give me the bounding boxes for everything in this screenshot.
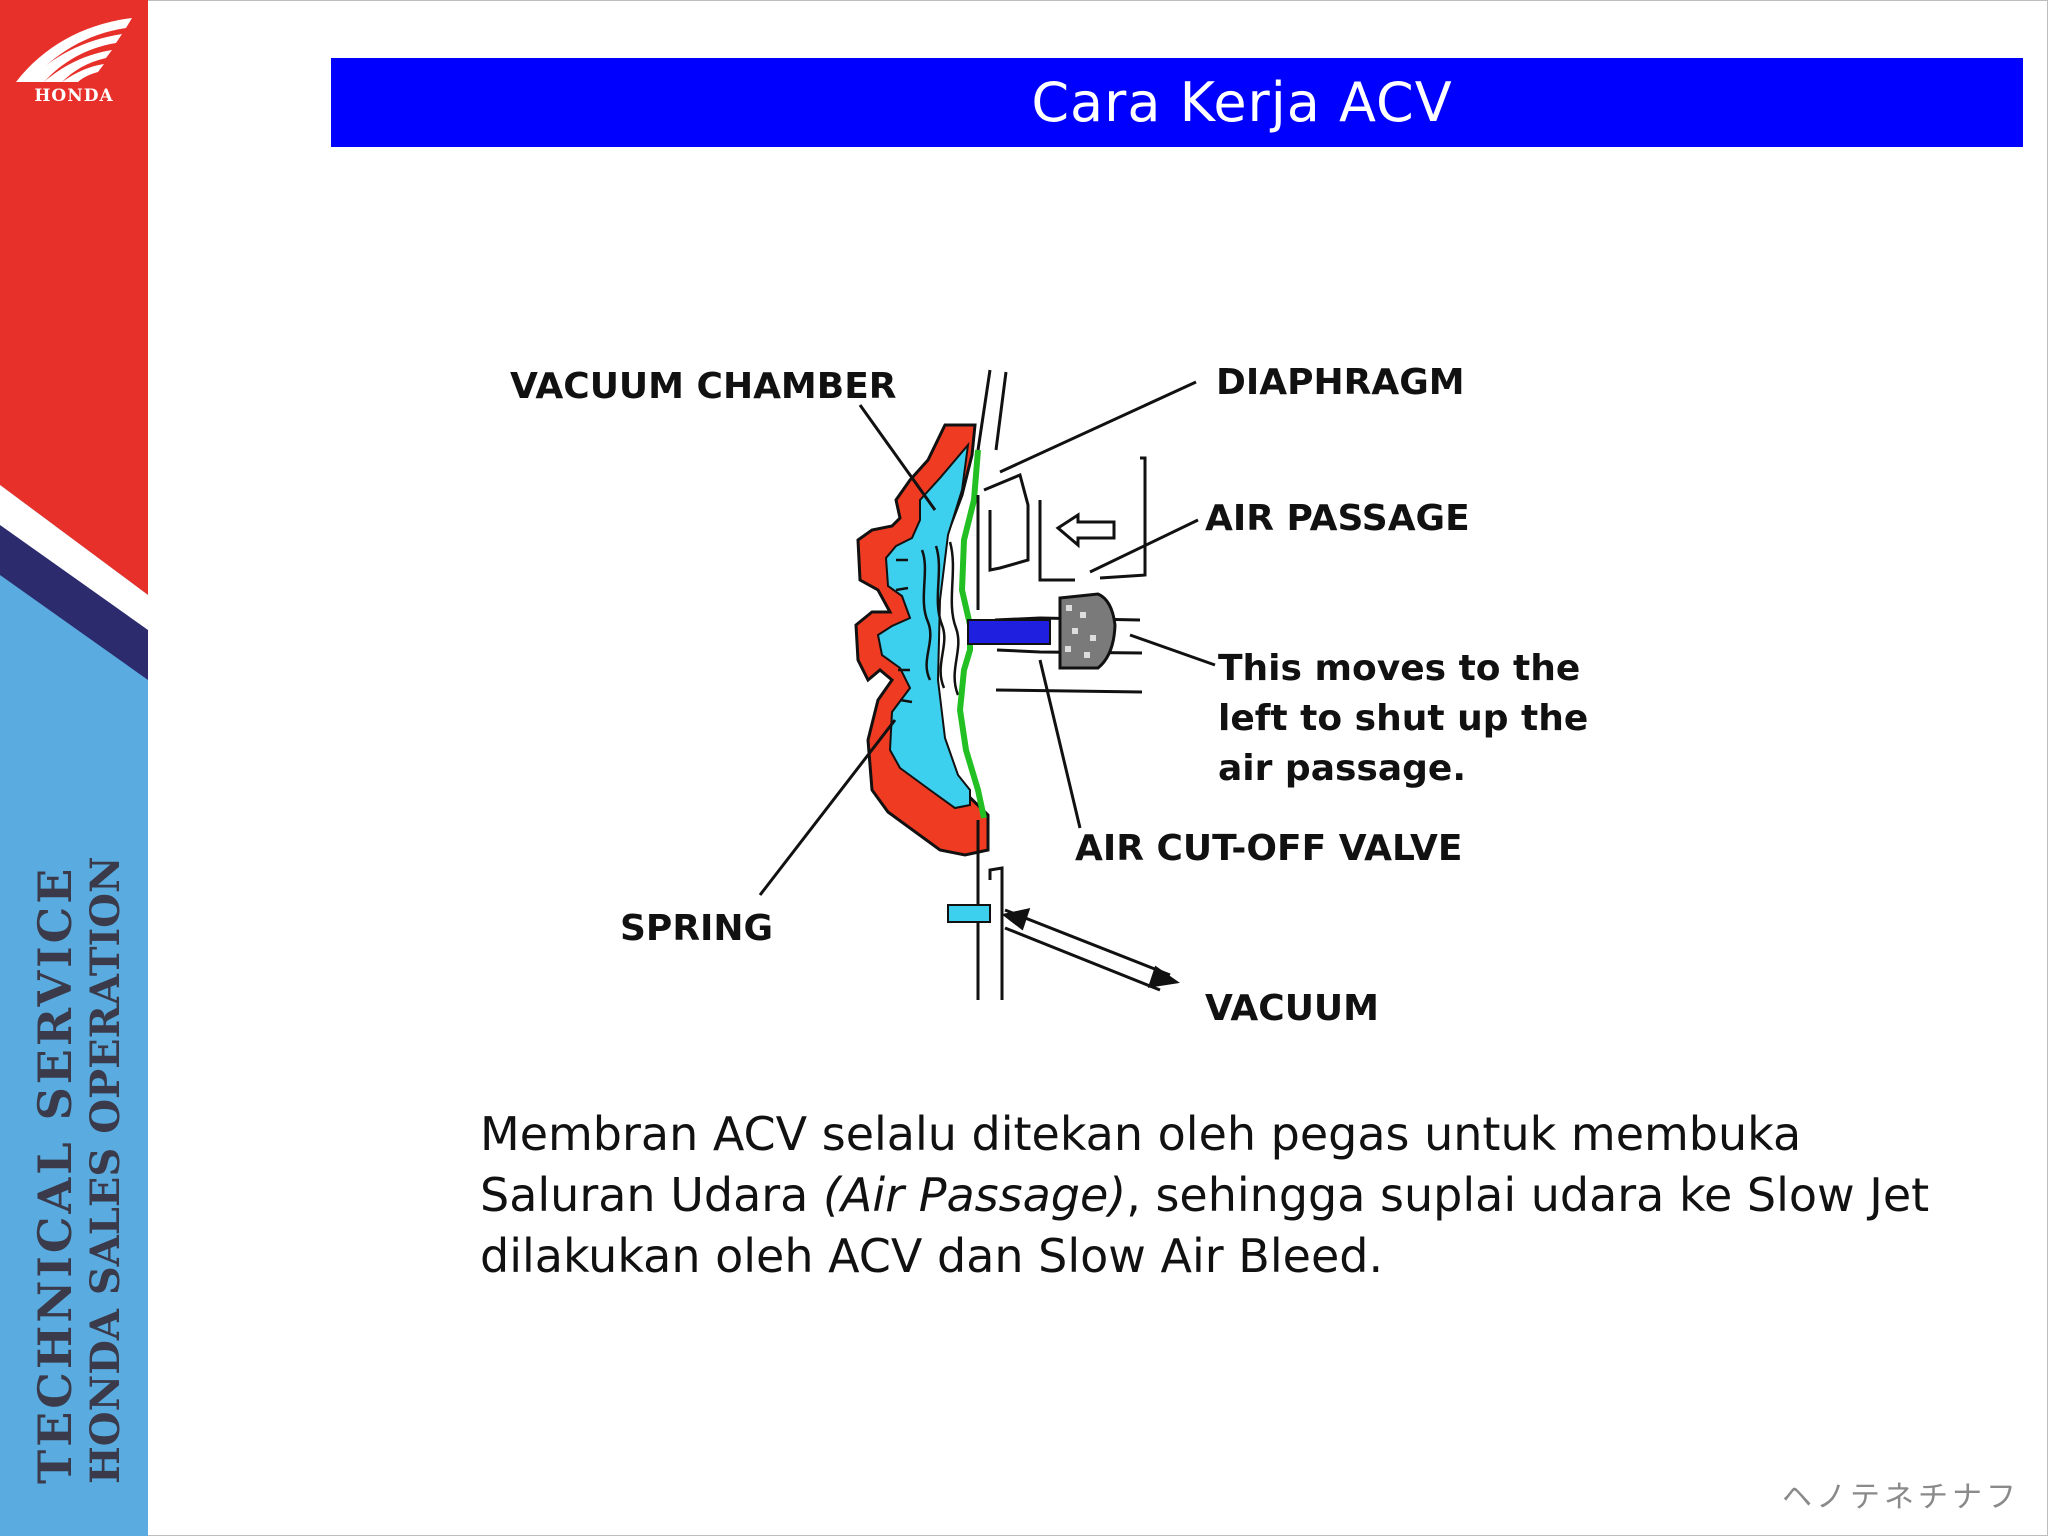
label-note-line2: left to shut up the (1218, 698, 1588, 739)
label-note-line1: This moves to the (1218, 648, 1580, 689)
label-spring: SPRING (620, 908, 773, 949)
corner-watermark-text: ヘノテネチナフ (1782, 1480, 2020, 1515)
leader-lines (758, 380, 1216, 896)
valve-plug (1058, 592, 1117, 670)
spring-coils (895, 541, 960, 704)
title-bar: Cara Kerja ACV (331, 58, 2023, 147)
label-vacuum-chamber: VACUUM CHAMBER (510, 366, 897, 407)
vacuum-inlet (947, 904, 991, 923)
label-note-line3: air passage. (1218, 748, 1466, 789)
body-text-end: , sehingga suplai udara ke Slow Jet dila… (480, 1168, 1930, 1283)
honda-wing-logo (16, 18, 132, 82)
slide-title: Cara Kerja ACV (1031, 71, 1453, 134)
sidebar-honda-sales-operation: HONDA SALES OPERATION (82, 856, 129, 1484)
air-cutoff-valve-rod (967, 619, 1051, 645)
chamber-inner (876, 441, 971, 810)
label-diaphragm: DIAPHRAGM (1216, 362, 1465, 403)
honda-logo-text: HONDA (34, 86, 114, 106)
valve-plug-texture (1065, 605, 1096, 658)
acv-diagram: VACUUM CHAMBER DIAPHRAGM AIR PASSAGE Thi… (510, 362, 1588, 1029)
valve-body-lines (976, 369, 1147, 1000)
label-air-cutoff-valve: AIR CUT-OFF VALVE (1075, 828, 1462, 869)
sidebar-banner: HONDA TECHNICAL SERVICE HONDA SALES OPER… (0, 0, 148, 1536)
vacuum-arrows (1001, 907, 1180, 992)
body-text-italic: (Air Passage) (822, 1168, 1127, 1222)
label-air-passage: AIR PASSAGE (1205, 498, 1470, 539)
label-vacuum: VACUUM (1205, 988, 1379, 1029)
body-paragraph: Membran ACV selalu ditekan oleh pegas un… (480, 1104, 1940, 1287)
sidebar-technical-service: TECHNICAL SERVICE (28, 865, 82, 1484)
diaphragm (956, 449, 987, 819)
body-text-start: Membran ACV selalu ditekan oleh pegas un… (480, 1107, 1802, 1222)
sidebar-graphic (0, 0, 148, 1536)
air-direction-arrow (1055, 512, 1116, 549)
